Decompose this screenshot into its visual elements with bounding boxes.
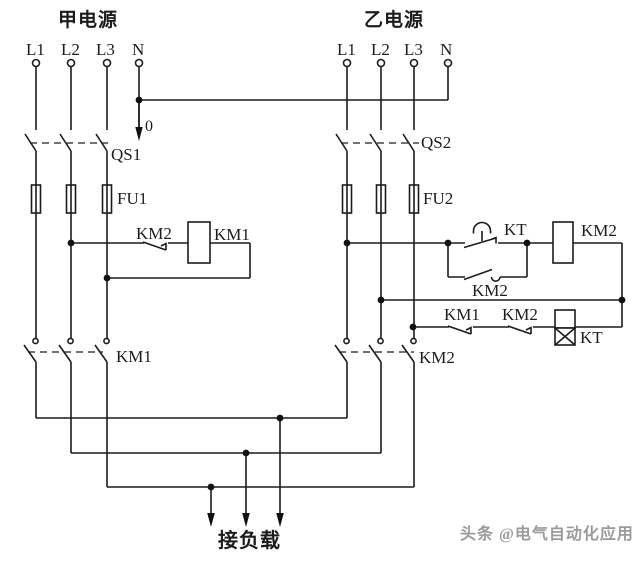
qs1-label: QS1 <box>111 145 142 164</box>
kt-contact-label: KT <box>504 220 527 239</box>
phase-wires <box>35 66 415 487</box>
km1-nc-contact <box>447 325 472 335</box>
watermark: 头条 @电气自动化应用 <box>460 526 634 543</box>
km2-coil-label: KM2 <box>581 221 617 240</box>
source-a-terminal-circles <box>31 58 144 68</box>
km1-coil-label: KM1 <box>214 225 250 244</box>
load-bus-wires <box>36 417 414 488</box>
terminal-b-l2: L2 <box>371 40 390 59</box>
source-a-title: 甲电源 <box>58 10 119 31</box>
qs2-switch <box>335 133 419 152</box>
km1-nc-label: KM1 <box>444 305 480 324</box>
source-b-terminal-circles <box>342 58 453 68</box>
km2-nc-label: KM2 <box>502 305 538 324</box>
qs1-switch <box>24 133 108 152</box>
terminal-a-l3: L3 <box>96 40 115 59</box>
kt-delay-nc-contact <box>463 221 497 249</box>
junction-dots <box>67 96 626 491</box>
km2-selfhold-label: KM2 <box>472 281 508 300</box>
km2-nc-contact <box>507 325 532 335</box>
fu1-fuses <box>30 184 113 214</box>
terminal-a-l1: L1 <box>26 40 45 59</box>
fu1-label: FU1 <box>117 189 148 208</box>
kt-coil-label: KT <box>580 328 603 347</box>
terminal-b-n: N <box>440 40 453 59</box>
km1-main-label: KM1 <box>116 347 152 366</box>
source-b-title: 乙电源 <box>364 10 425 31</box>
terminal-b-l3: L3 <box>404 40 423 59</box>
load-arrows <box>207 421 284 527</box>
km2-main-contacts <box>334 337 417 363</box>
kt-coil-symbol <box>554 309 576 346</box>
terminal-a-l2: L2 <box>61 40 80 59</box>
km2-coil-symbol <box>552 221 574 264</box>
km1-main-contacts <box>23 337 110 363</box>
fu2-fuses <box>341 184 420 214</box>
terminal-b-l1: L1 <box>337 40 356 59</box>
neutral-arrow <box>135 103 143 141</box>
km1-coil-circuit-wires <box>71 242 251 279</box>
fu2-label: FU2 <box>423 189 454 208</box>
km2-interlock-label: KM2 <box>136 224 172 243</box>
km2-nc-interlock-contact <box>142 241 167 251</box>
km2-main-label: KM2 <box>419 348 455 367</box>
neutral-zero-label: 0 <box>145 118 153 135</box>
km2-no-selfhold-contact <box>463 268 501 282</box>
qs2-label: QS2 <box>421 133 452 152</box>
terminal-a-n: N <box>132 40 145 59</box>
km1-coil-symbol <box>187 221 211 264</box>
load-label: 接负载 <box>218 530 281 552</box>
neutral-bus-wire <box>138 66 449 137</box>
